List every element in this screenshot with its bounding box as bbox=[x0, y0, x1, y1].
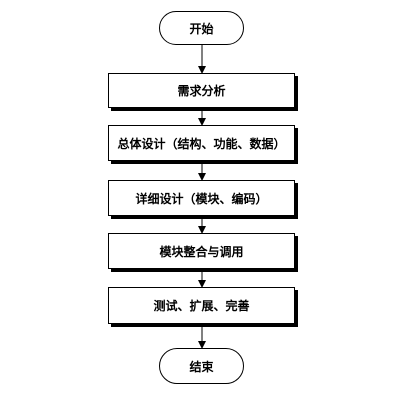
end-node: 结束 bbox=[159, 348, 244, 384]
step-detailed-design: 详细设计（模块、编码） bbox=[108, 180, 295, 216]
step-detailed-design-label: 详细设计（模块、编码） bbox=[135, 191, 268, 206]
step-module-integration-label: 模块整合与调用 bbox=[159, 244, 244, 259]
step-requirements-analysis-label: 需求分析 bbox=[177, 84, 226, 98]
step-testing-extension: 测试、扩展、完善 bbox=[108, 287, 295, 324]
step-module-integration: 模块整合与调用 bbox=[108, 233, 295, 269]
step-overall-design: 总体设计（结构、功能、数据） bbox=[108, 125, 295, 161]
start-node-label: 开始 bbox=[189, 21, 214, 36]
step-testing-extension-label: 测试、扩展、完善 bbox=[153, 299, 250, 313]
step-overall-design-label: 总体设计（结构、功能、数据） bbox=[117, 136, 286, 151]
step-requirements-analysis: 需求分析 bbox=[108, 73, 295, 108]
end-node-label: 结束 bbox=[189, 359, 214, 374]
start-node: 开始 bbox=[159, 11, 244, 45]
